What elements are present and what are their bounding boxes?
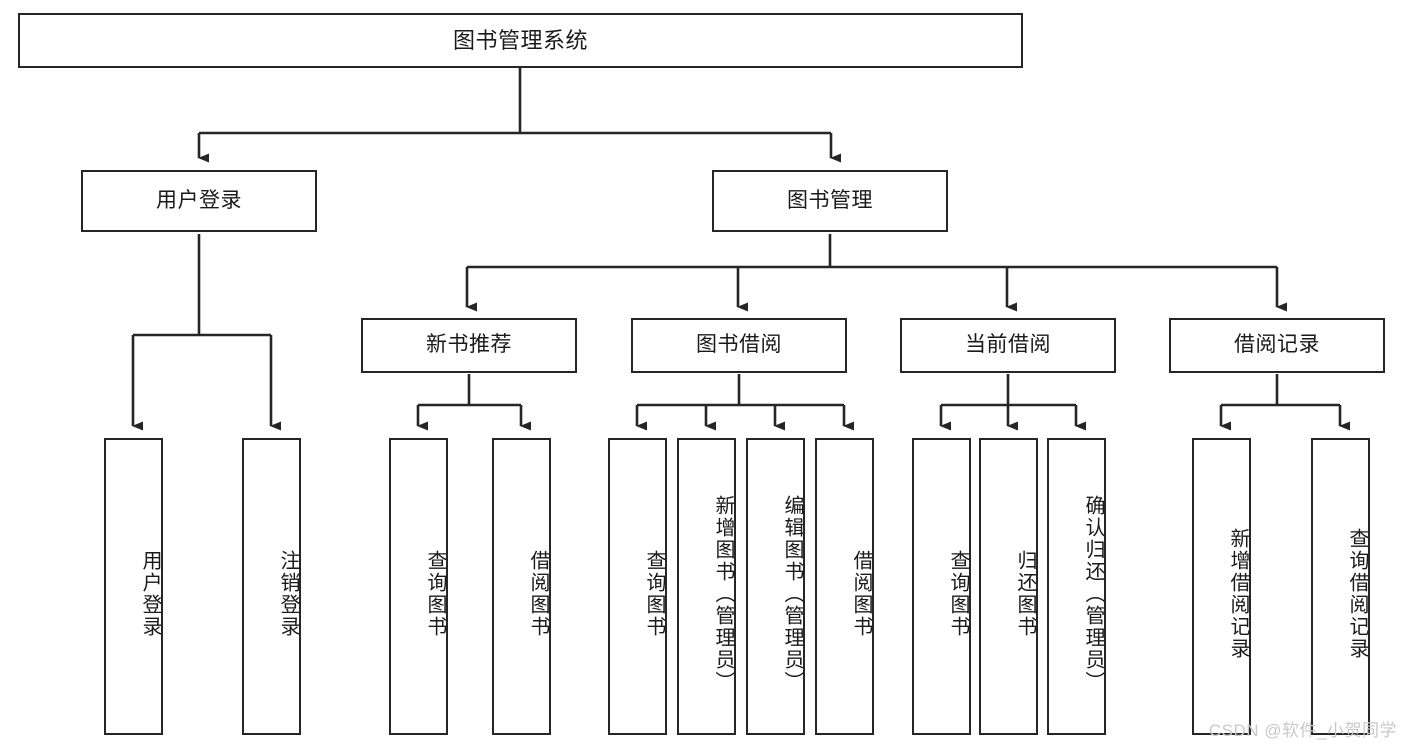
node-label: 新增图书（管理员） — [712, 494, 734, 693]
node-label: 查询图书 — [643, 549, 665, 638]
node-book-borrow[interactable]: 图书借阅 — [631, 318, 847, 373]
leaf-borrow-book-recommend[interactable]: 借阅图书 — [492, 438, 551, 735]
node-root-system[interactable]: 图书管理系统 — [18, 13, 1023, 68]
node-current-borrow[interactable]: 当前借阅 — [900, 318, 1116, 373]
node-label: 用户登录 — [156, 188, 242, 212]
node-label: 借阅图书 — [527, 549, 549, 638]
node-label: 新书推荐 — [426, 333, 512, 357]
csdn-watermark: CSDN @软件_小贺同学 — [1208, 721, 1397, 740]
node-label: 当前借阅 — [965, 333, 1051, 357]
leaf-query-book-recommend[interactable]: 查询图书 — [389, 438, 448, 735]
leaf-borrow-book[interactable]: 借阅图书 — [815, 438, 874, 735]
leaf-query-borrow-record[interactable]: 查询借阅记录 — [1311, 438, 1370, 735]
node-book-manage[interactable]: 图书管理 — [712, 170, 948, 232]
leaf-query-book-borrow[interactable]: 查询图书 — [608, 438, 667, 735]
node-label: 图书借阅 — [696, 333, 782, 357]
node-label: 借阅图书 — [850, 549, 872, 638]
node-borrow-record[interactable]: 借阅记录 — [1169, 318, 1385, 373]
leaf-query-book-current[interactable]: 查询图书 — [912, 438, 971, 735]
leaf-add-book[interactable]: 新增图书（管理员） — [677, 438, 736, 735]
leaf-return-book[interactable]: 归还图书 — [979, 438, 1038, 735]
node-label: 借阅记录 — [1234, 333, 1320, 357]
node-label: 归还图书 — [1014, 549, 1036, 638]
leaf-user-login[interactable]: 用户登录 — [104, 438, 163, 735]
node-label: 新增借阅记录 — [1227, 527, 1249, 660]
node-label: 查询图书 — [424, 549, 446, 638]
leaf-edit-book[interactable]: 编辑图书（管理员） — [746, 438, 805, 735]
leaf-confirm-return[interactable]: 确认归还（管理员） — [1047, 438, 1106, 735]
node-label: 图书管理系统 — [452, 27, 588, 53]
node-label: 注销登录 — [277, 549, 299, 638]
node-label: 用户登录 — [139, 549, 161, 638]
node-label: 查询图书 — [947, 549, 969, 638]
leaf-add-borrow-record[interactable]: 新增借阅记录 — [1192, 438, 1251, 735]
node-label: 图书管理 — [787, 188, 873, 212]
node-label: 查询借阅记录 — [1346, 527, 1368, 660]
node-label: 确认归还（管理员） — [1082, 494, 1104, 693]
node-new-book-recommend[interactable]: 新书推荐 — [361, 318, 577, 373]
node-label: 编辑图书（管理员） — [781, 494, 803, 693]
node-user-login[interactable]: 用户登录 — [81, 170, 317, 232]
leaf-user-logout[interactable]: 注销登录 — [242, 438, 301, 735]
